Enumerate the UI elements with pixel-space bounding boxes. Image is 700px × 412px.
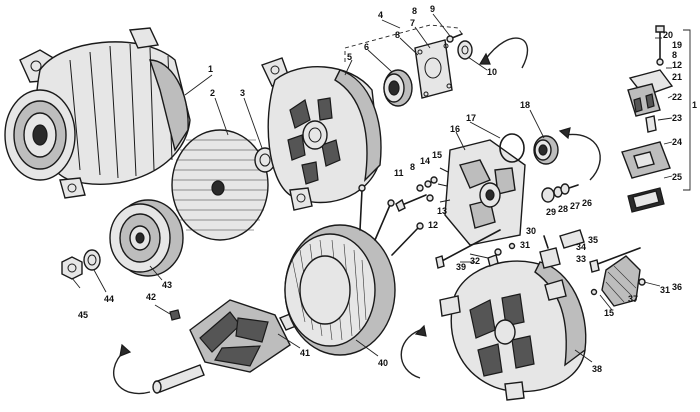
callout-8c: 8 [410,162,415,172]
callout-28: 28 [558,204,568,214]
cover-fasteners [487,242,646,296]
callout-22: 22 [672,92,682,102]
bearing-cover-screw [446,33,463,43]
callout-17: 17 [466,113,476,123]
capacitor-sleeve [559,229,585,249]
bearing-cover-plate [414,39,453,99]
callout-42: 42 [146,292,156,302]
callout-20: 20 [663,30,673,40]
callout-7: 7 [410,18,415,28]
callout-15b: 15 [604,308,614,318]
callout-31: 31 [520,240,530,250]
bearing-group-bracket [344,24,463,62]
callout-12: 12 [428,220,438,230]
rear-cover [601,255,641,307]
drive-end-housing [261,57,382,211]
callout-32: 32 [470,256,480,266]
callout-12b: 12 [672,60,682,70]
suppression-capacitor [539,235,561,269]
callout-24: 24 [672,137,682,147]
rotation-arrow-top [484,37,529,69]
pulley-nut [61,256,83,280]
rectifier-bridge [437,139,526,246]
callout-19: 19 [672,40,682,50]
callout-labels: 1 2 3 4 5 6 8 7 8 9 10 18 16 17 15 14 8 … [78,4,697,374]
callout-35: 35 [588,235,598,245]
callout-4: 4 [378,10,383,20]
callout-44: 44 [104,294,114,304]
callout-34: 34 [576,242,586,252]
callout-15: 15 [432,150,442,160]
rotation-arrowhead-rear [558,127,571,140]
long-bolt [589,247,641,273]
pulley-washer [83,249,101,271]
callout-31b: 31 [660,285,670,295]
callout-10: 10 [487,67,497,77]
callout-38: 38 [592,364,602,374]
callout-29: 29 [546,207,556,217]
callout-6: 6 [364,42,369,52]
callout-21: 21 [672,72,682,82]
callout-40: 40 [378,358,388,368]
callout-18: 18 [520,100,530,110]
callout-36: 36 [672,282,682,292]
callout-5: 5 [347,52,352,62]
callout-33: 33 [576,254,586,264]
callout-39: 39 [456,262,466,272]
rotation-arrow-stator [400,329,421,379]
pulley [109,199,184,277]
callout-13: 13 [437,206,447,216]
spacer-bushing [457,40,473,60]
woodruff-key [169,309,181,321]
cooling-fan [171,129,269,241]
callout-43: 43 [162,280,172,290]
terminal-bolt [395,194,427,212]
output-terminal-hardware [541,183,579,203]
callout-23: 23 [672,113,682,123]
front-bearing [383,69,413,107]
rotation-arrowhead-top [478,52,491,65]
rear-bearing [533,135,559,165]
rotation-arrowhead-rotor [119,343,132,357]
callout-26: 26 [582,198,592,208]
callout-9: 9 [430,4,435,14]
callout-27: 27 [570,201,580,211]
leader-lines [71,13,673,363]
callout-8: 8 [395,30,400,40]
terminal-washers [416,176,438,202]
callout-2: 2 [210,88,215,98]
callout-30: 30 [526,226,536,236]
callout-8d: 8 [672,50,677,60]
callout-45: 45 [78,310,88,320]
rotation-arrowhead-stator [414,324,427,337]
through-bolt [435,229,501,269]
callout-1: 1 [208,64,213,74]
callout-3: 3 [240,88,245,98]
callout-25: 25 [672,172,682,182]
callout-8b: 8 [412,6,417,16]
rotation-arrow-rear [564,133,601,181]
callout-41: 41 [300,348,310,358]
rotation-arrow-rotor [113,349,151,395]
slip-ring-end-housing [439,260,587,401]
sealing-ring [499,133,525,163]
brush-holder-assembly [621,25,674,213]
callout-11: 11 [394,168,404,178]
callout-14: 14 [420,156,430,166]
brush-group-bracket [683,29,691,191]
callout-37: 37 [628,294,638,304]
callout-1b: 1 [692,100,697,110]
stator [284,184,424,356]
callout-16: 16 [450,124,460,134]
assembled-alternator [4,27,191,199]
